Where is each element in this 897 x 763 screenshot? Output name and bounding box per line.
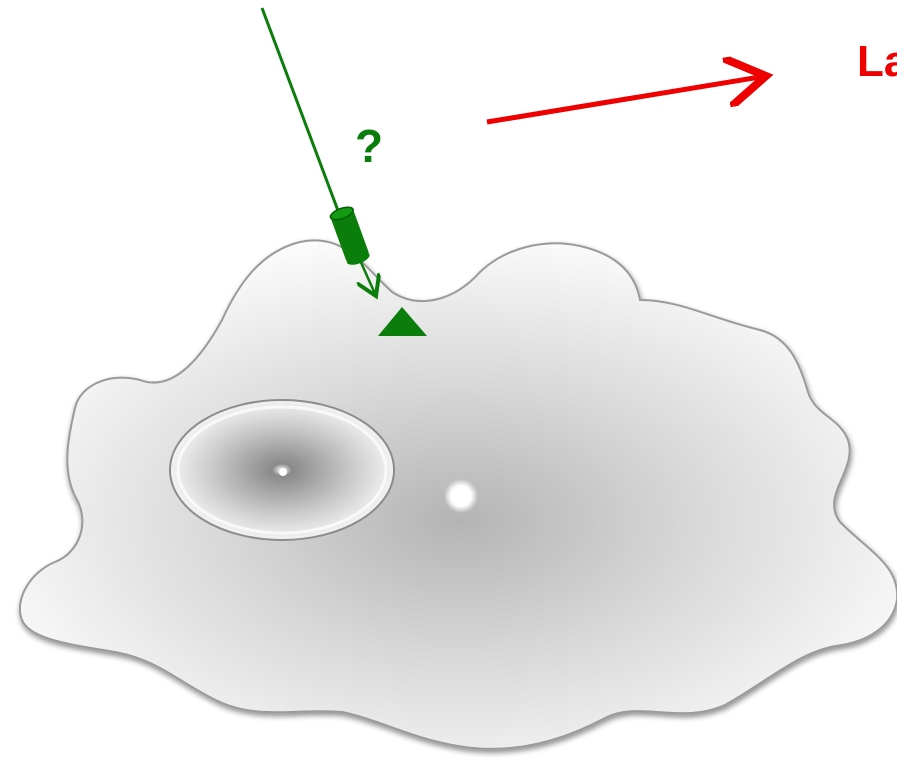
- cytoplasm-spot: [444, 479, 478, 513]
- nucleolus-dot: [279, 468, 287, 476]
- question-mark-label: ?: [355, 120, 383, 172]
- red-arrow: [487, 76, 766, 122]
- incoming-signal-line: [262, 8, 340, 216]
- cut-off-red-label: La: [857, 37, 897, 86]
